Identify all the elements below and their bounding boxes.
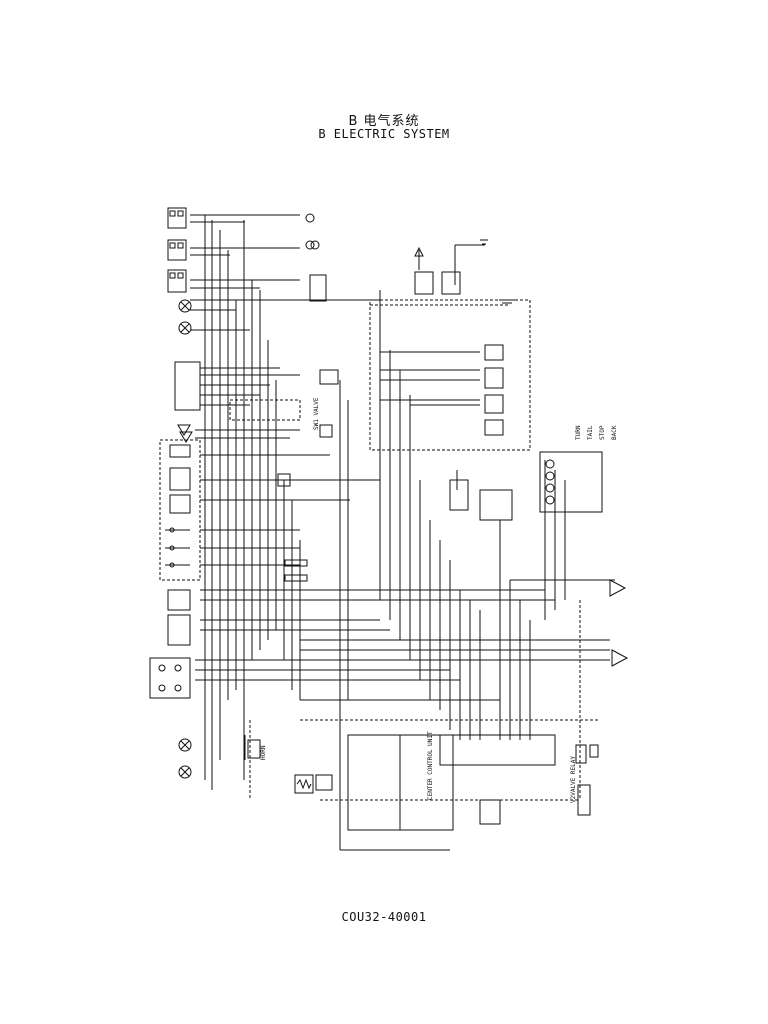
dashed-switch-group xyxy=(159,299,531,581)
diagram-title-chinese: B 电气系统 xyxy=(348,114,420,129)
document-number: COU32-40001 xyxy=(341,910,427,924)
wire-tags xyxy=(277,473,308,582)
diagram-title-english: B ELECTRIC SYSTEM xyxy=(318,127,450,141)
stop-label: STOP xyxy=(599,425,606,440)
left-switch-internals xyxy=(165,424,193,611)
right-relay-blocks xyxy=(309,271,603,825)
center-unit-label: CENTER CONTROL UNIT xyxy=(427,731,434,800)
lamp-circles-right xyxy=(545,459,555,505)
valve-relay-label: V2VALVE RELAY xyxy=(570,756,577,803)
dashed-ground-lines xyxy=(249,304,600,801)
center-control-unit xyxy=(347,734,556,831)
left-switch-blocks xyxy=(149,207,201,699)
fuse-symbol xyxy=(294,774,314,794)
back-label: BACK xyxy=(611,425,618,440)
lamp-symbols xyxy=(178,213,320,779)
valve-relay xyxy=(575,744,599,816)
wire-bus-horizontal xyxy=(190,214,615,851)
ground-symbols xyxy=(454,239,515,304)
horn-label: HORN xyxy=(260,745,267,760)
valve-s1-label: SW1 VALVE xyxy=(313,397,320,430)
wire-bus-vertical xyxy=(204,215,566,850)
tail-label: TAIL xyxy=(587,425,594,440)
terminal-triangles xyxy=(414,246,629,667)
turn-label: TURN xyxy=(575,425,582,440)
horn-symbol xyxy=(244,735,261,760)
